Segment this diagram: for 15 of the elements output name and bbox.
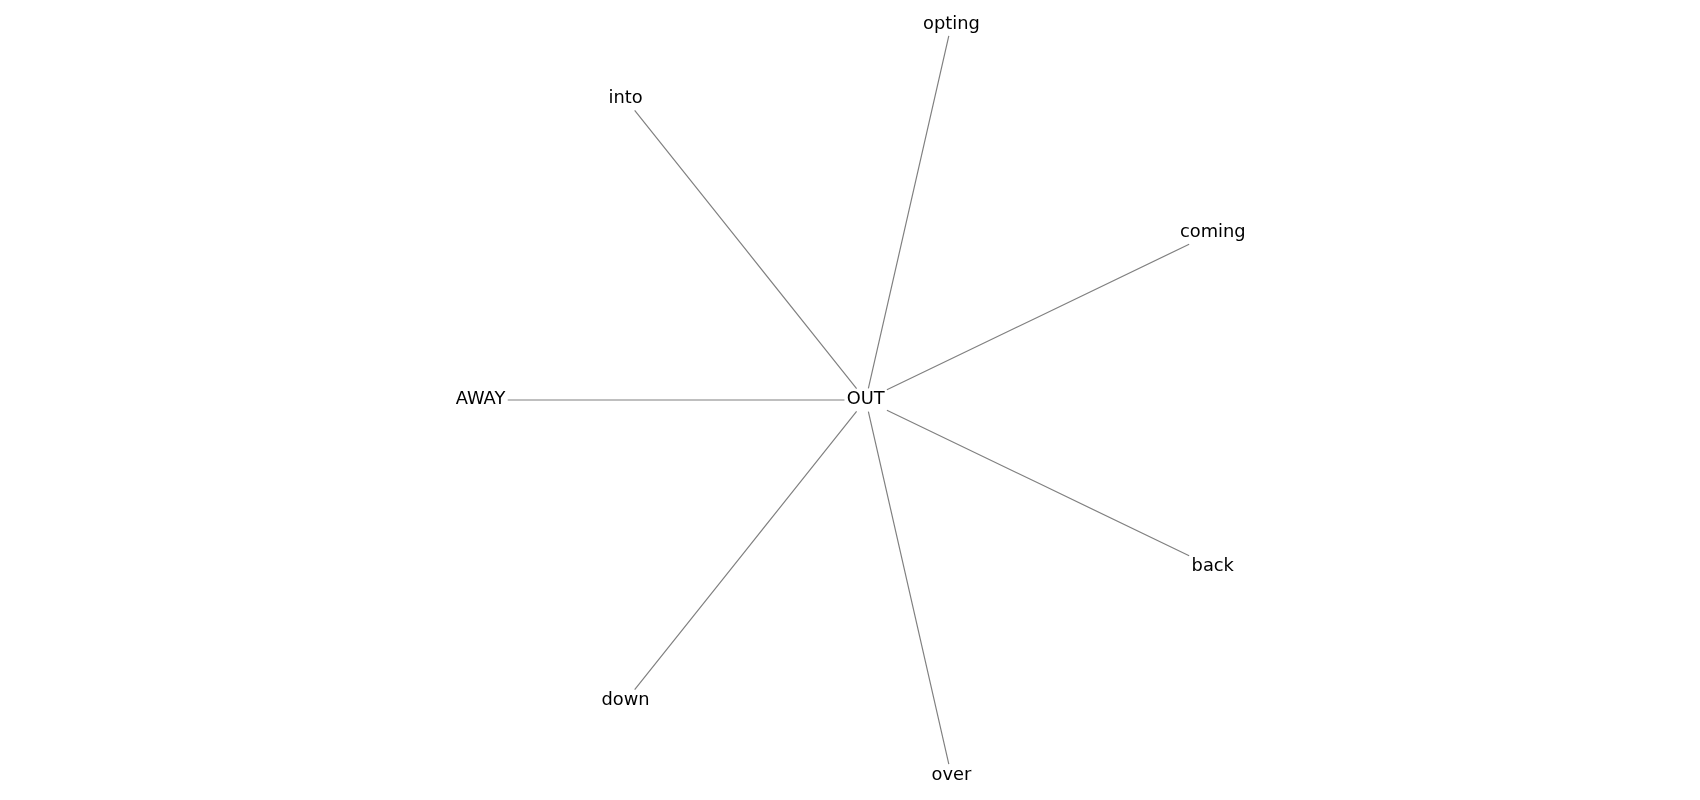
node-text: back [1191, 554, 1234, 576]
node-text: opting [922, 11, 980, 33]
connector [867, 411, 949, 765]
connector [633, 109, 857, 390]
connector [633, 410, 857, 691]
node-text: OUT [846, 387, 885, 409]
connector [506, 399, 845, 401]
connector [885, 409, 1190, 557]
connector [867, 35, 949, 389]
connector [885, 243, 1190, 391]
node-text: over [931, 762, 971, 784]
node-text: AWAY [455, 387, 505, 409]
node-text: into [607, 85, 643, 107]
node-text: coming [1179, 220, 1246, 242]
node-text: down [600, 688, 650, 710]
